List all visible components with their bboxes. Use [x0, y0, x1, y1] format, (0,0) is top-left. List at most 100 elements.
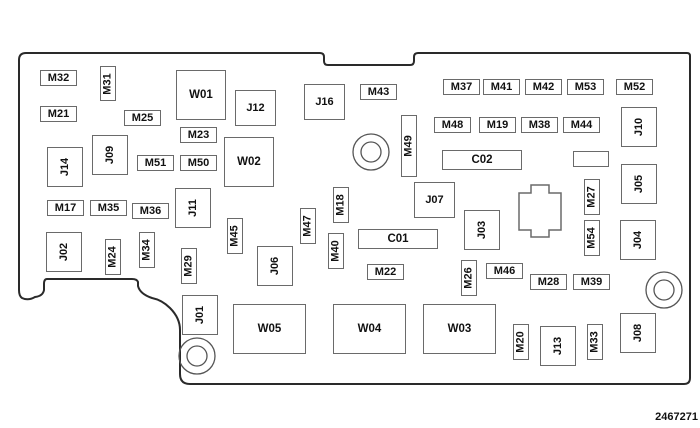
component-label: M41 — [490, 81, 513, 93]
component-label: M39 — [580, 276, 603, 288]
component-j05: J05 — [621, 164, 657, 204]
component-m27: M27 — [584, 179, 600, 215]
component-label: J11 — [187, 199, 199, 217]
component-label: M46 — [493, 265, 516, 277]
component-label: M23 — [187, 129, 210, 141]
component-j01: J01 — [182, 295, 218, 335]
component-w05: W05 — [233, 304, 306, 354]
component-label: M29 — [183, 255, 195, 277]
component-m48: M48 — [434, 117, 471, 133]
component-label: M20 — [515, 331, 527, 353]
component-j03: J03 — [464, 210, 500, 250]
component-label: J12 — [246, 102, 265, 114]
component-m21: M21 — [40, 106, 77, 122]
component-label: W03 — [447, 323, 472, 335]
component-label: M22 — [374, 266, 397, 278]
component-m39: M39 — [573, 274, 610, 290]
component-label: M51 — [144, 157, 167, 169]
component-m17: M17 — [47, 200, 84, 216]
component-label: M18 — [335, 194, 347, 216]
component-m25: M25 — [124, 110, 161, 126]
component-c01: C01 — [358, 229, 438, 249]
component-w03: W03 — [423, 304, 496, 354]
component-label: C02 — [471, 154, 493, 166]
component-label: J02 — [57, 242, 70, 262]
component-label: J04 — [631, 230, 644, 250]
component-m49: M49 — [401, 115, 417, 177]
component-m38: M38 — [521, 117, 558, 133]
component-label: M47 — [302, 215, 314, 237]
component-m43: M43 — [360, 84, 397, 100]
component-label: M24 — [107, 246, 119, 268]
component-m37: M37 — [443, 79, 480, 95]
component-label: J10 — [632, 117, 645, 137]
reference-number: 2467271 — [655, 411, 698, 423]
component-label: M53 — [574, 81, 597, 93]
component-label: M48 — [441, 119, 464, 131]
component-j12: J12 — [235, 90, 276, 126]
component-label: M38 — [528, 119, 551, 131]
component-label: M37 — [450, 81, 473, 93]
component-m32: M32 — [40, 70, 77, 86]
component-label: M52 — [623, 81, 646, 93]
component-label: C01 — [387, 233, 409, 245]
component-label: M45 — [229, 225, 241, 247]
component-label: M43 — [367, 86, 390, 98]
component-m29: M29 — [181, 248, 197, 284]
component-label: M34 — [141, 239, 153, 261]
component-c02: C02 — [442, 150, 522, 170]
component-label: J14 — [58, 157, 71, 177]
component-label: W02 — [237, 156, 261, 168]
component-label: W04 — [357, 323, 382, 335]
component-label: M54 — [586, 227, 598, 249]
component-m42: M42 — [525, 79, 562, 95]
component-m26: M26 — [461, 260, 477, 296]
component-m40: M40 — [328, 233, 344, 269]
component-label: J16 — [315, 96, 334, 108]
component-m36: M36 — [132, 203, 169, 219]
component-label: J09 — [103, 145, 116, 165]
component-m46: M46 — [486, 263, 523, 279]
component-label: M28 — [537, 276, 560, 288]
component-label: M21 — [47, 108, 70, 120]
component-label: W05 — [257, 323, 282, 335]
component-label: M33 — [589, 331, 601, 353]
component-m31: M31 — [100, 66, 116, 101]
component-m20: M20 — [513, 324, 529, 360]
component-j06: J06 — [257, 246, 293, 286]
component-j09: J09 — [92, 135, 128, 175]
component-j07: J07 — [414, 182, 455, 218]
component-label: M35 — [97, 202, 120, 214]
component-label: M40 — [330, 240, 342, 262]
component-label: M17 — [54, 202, 77, 214]
component-m24: M24 — [105, 239, 121, 275]
component-j13: J13 — [540, 326, 576, 366]
component-j10: J10 — [621, 107, 657, 147]
component-w02: W02 — [224, 137, 274, 187]
component-label: J08 — [631, 323, 644, 343]
component-w04: W04 — [333, 304, 406, 354]
component-j02: J02 — [46, 232, 82, 272]
component-j16: J16 — [304, 84, 345, 120]
component-m28: M28 — [530, 274, 567, 290]
component-label: M26 — [463, 267, 475, 289]
component-j08: J08 — [620, 313, 656, 353]
component-m51: M51 — [137, 155, 174, 171]
component-label: J03 — [475, 220, 488, 240]
component-m45: M45 — [227, 218, 243, 254]
mounting-hole-center — [352, 133, 390, 171]
component-label: M49 — [403, 135, 415, 157]
component-m54: M54 — [584, 220, 600, 256]
component-label: M32 — [47, 72, 70, 84]
component-m44: M44 — [563, 117, 600, 133]
component-m34: M34 — [139, 232, 155, 268]
component-m35: M35 — [90, 200, 127, 216]
component-m52: M52 — [616, 79, 653, 95]
component-label: M27 — [586, 186, 598, 208]
component-m50: M50 — [180, 155, 217, 171]
component-label: J06 — [268, 256, 281, 276]
housing-outline — [18, 52, 691, 385]
component-unlabeled-slot — [573, 151, 609, 167]
component-label: J07 — [425, 194, 444, 206]
component-label: M31 — [102, 72, 114, 95]
